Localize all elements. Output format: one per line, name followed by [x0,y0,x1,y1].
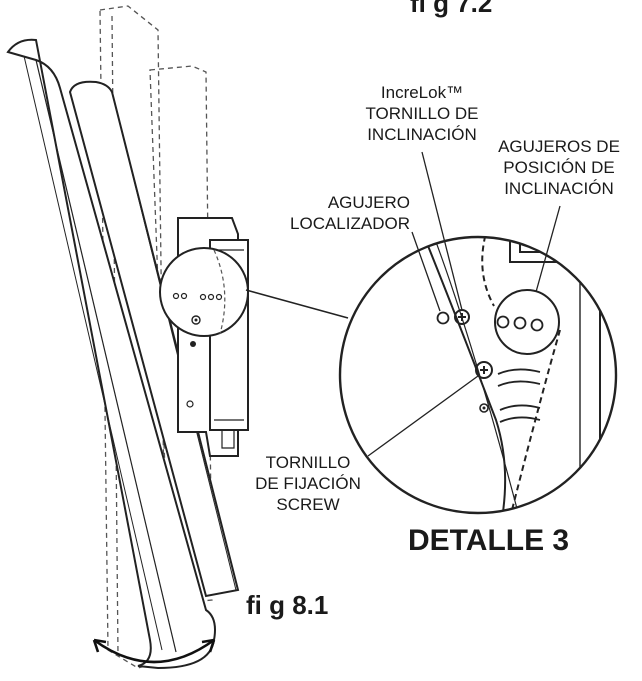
detail-3-circle [338,235,618,515]
detail-3-label: DETALLE 3 [408,524,570,557]
locator-line-1: AGUJERO [327,193,410,212]
fixing-screw-icon [475,361,493,379]
small-detail-circle [159,247,249,337]
tv-panel [6,38,216,670]
fixing-line-3: SCREW [276,495,340,514]
increlok-line-1: IncreLok™ [380,83,464,102]
holes-line-3: INCLINACIÓN [504,179,614,198]
curved-double-arrow-icon [92,638,216,664]
fixing-line-2: DE FIJACIÓN [255,474,361,493]
holes-line-2: POSICIÓN DE [503,158,615,177]
holes-line-1: AGUJEROS DE [498,137,620,156]
fixing-line-1: TORNILLO [265,453,351,472]
increlok-line-3: INCLINACIÓN [367,125,477,144]
locator-hole [436,311,450,325]
increlok-label: IncreLok™ TORNILLO DE INCLINACIÓN [352,82,492,145]
leader-lines [367,151,561,457]
tv-back-housing [68,80,240,598]
bracket-screw [190,341,196,347]
locator-line-2: LOCALIZADOR [290,214,410,233]
figure-top-label: fi g 7.2 [410,0,493,18]
figure-bottom-label: fi g 8.1 [246,590,329,620]
fixing-screw-label: TORNILLO DE FIJACIÓN SCREW [246,452,370,515]
locator-label: AGUJERO LOCALIZADOR [250,192,410,234]
bracket-hole [186,400,194,408]
holes-label: AGUJEROS DE POSICIÓN DE INCLINACIÓN [484,136,634,199]
detail-connector-line [245,289,349,319]
increlok-line-2: TORNILLO DE [365,104,479,123]
